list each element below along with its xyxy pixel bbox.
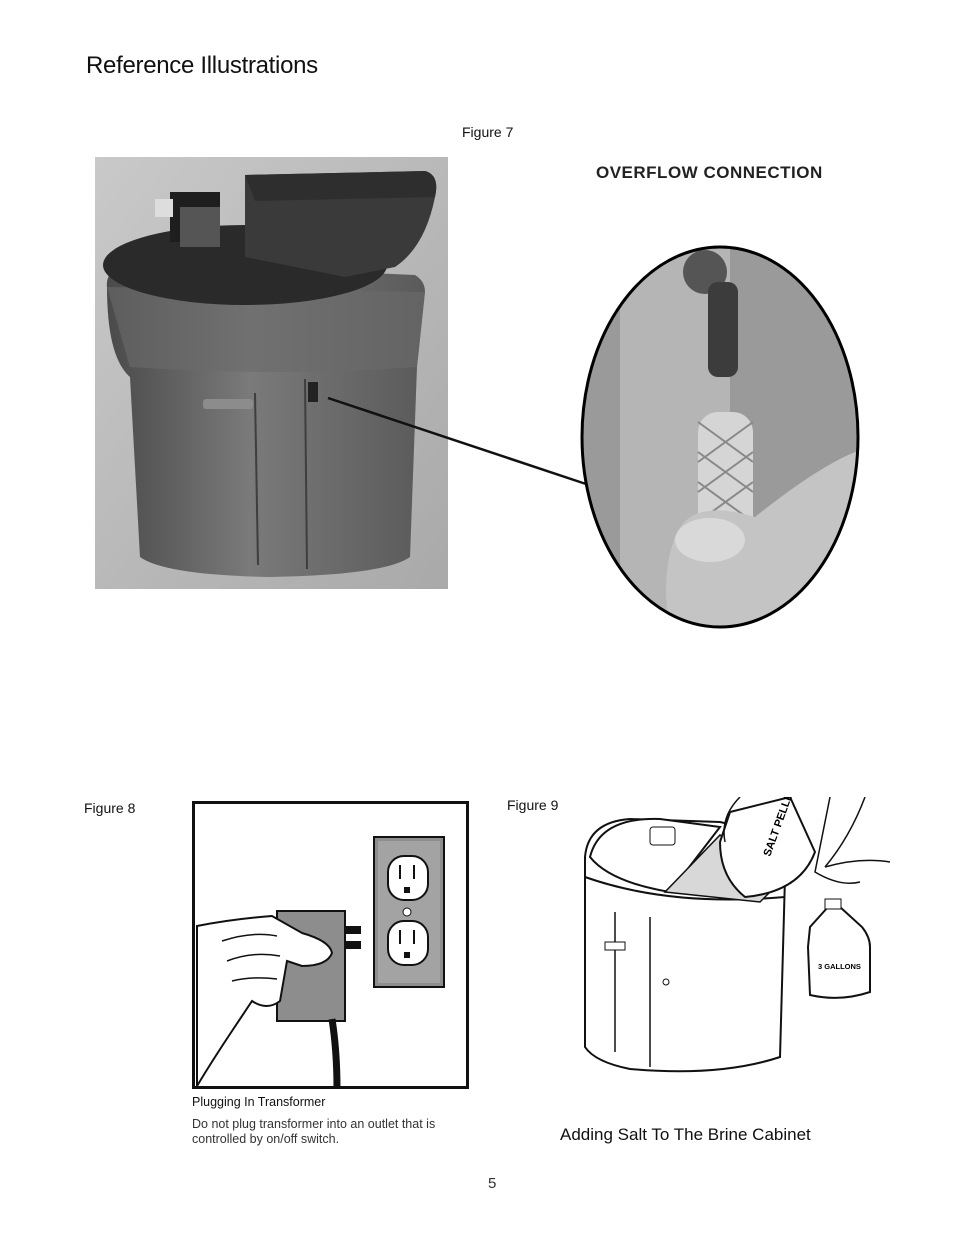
overflow-closeup: [580, 157, 870, 632]
transformer-illustration: [192, 801, 469, 1090]
callout-line: [327, 396, 587, 486]
figure-8-label: Figure 8: [84, 800, 136, 816]
overflow-connection-label: OVERFLOW CONNECTION: [596, 163, 823, 182]
figure-9-caption: Adding Salt To The Brine Cabinet: [560, 1125, 811, 1144]
brine-cabinet-illustration: SALT PELLET 3 GALLONS: [570, 785, 900, 1082]
page-title: Reference Illustrations: [86, 52, 318, 79]
figure-7-label: Figure 7: [462, 124, 514, 140]
water-softener-photo: [95, 157, 448, 589]
page-number: 5: [488, 1175, 497, 1192]
figure-9-label: Figure 9: [507, 797, 559, 813]
figure-8-caption-body: Do not plug transformer into an outlet t…: [192, 1117, 436, 1146]
figure-8-caption-title: Plugging In Transformer: [192, 1095, 326, 1109]
jug-label: 3 GALLONS: [818, 962, 861, 971]
